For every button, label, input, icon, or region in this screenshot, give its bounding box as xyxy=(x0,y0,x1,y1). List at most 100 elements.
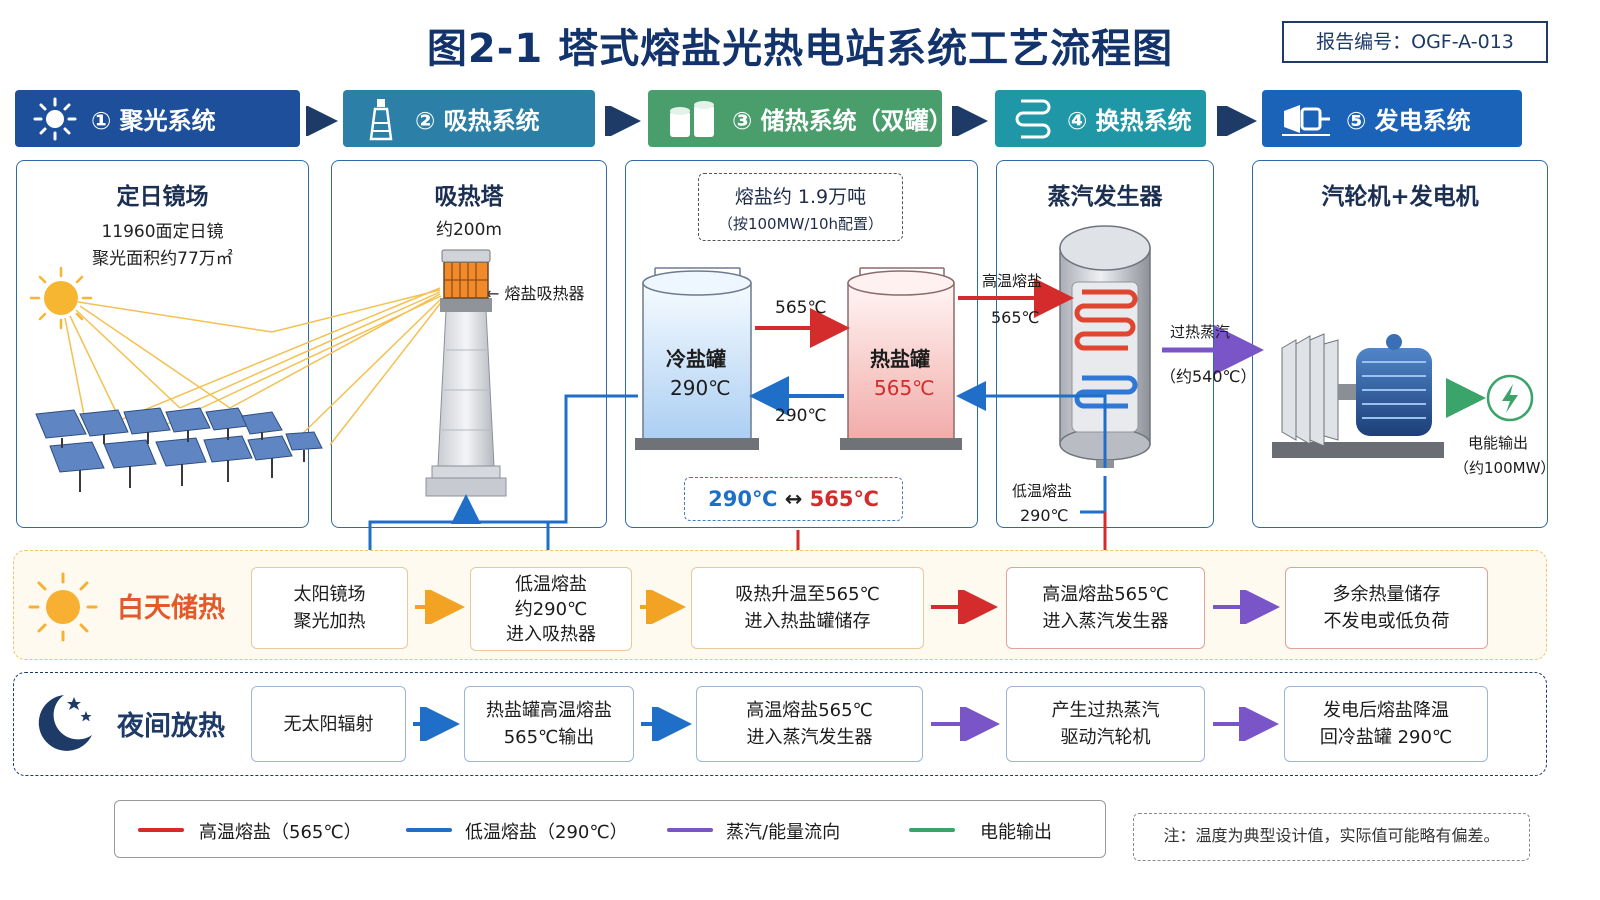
night-step-4: 产生过热蒸汽 驱动汽轮机 xyxy=(1006,686,1205,762)
sg-cold-return-arrow xyxy=(956,381,1107,468)
night-step-1: 无太阳辐射 xyxy=(251,686,406,762)
report-number: 报告编号：OGF-A-013 xyxy=(1282,21,1548,63)
sun-icon xyxy=(33,97,77,140)
tanks-icon xyxy=(670,100,714,137)
night-step-5: 发电后熔盐降温 回冷盐罐 290℃ xyxy=(1284,686,1488,762)
step-line: 发电后熔盐降温 xyxy=(1323,700,1449,721)
sg-cold-out-label: 低温熔盐 xyxy=(1012,482,1073,500)
system-header-label: ⑤ 发电系统 xyxy=(1346,107,1471,135)
night-flow-arrows xyxy=(413,707,1279,741)
hot-tank-temp: 565℃ xyxy=(874,376,935,400)
legend-steam-label: 蒸汽/能量流向 xyxy=(726,822,841,843)
system-header-label: ② 吸热系统 xyxy=(415,107,540,135)
header-arrow-3 xyxy=(952,106,988,136)
hot-salt-tank xyxy=(840,267,962,450)
night-step-2: 热盐罐高温熔盐 565℃输出 xyxy=(464,686,634,762)
process-illustration xyxy=(29,225,1534,560)
step-line: 高温熔盐565℃ xyxy=(1042,584,1169,605)
turbine-generator xyxy=(1272,333,1444,458)
step-line: 热盐罐高温熔盐 xyxy=(486,700,612,721)
step-line: 低温熔盐 xyxy=(515,573,587,595)
tower-icon xyxy=(369,98,393,140)
system-header-concentration: ① 聚光系统 xyxy=(15,90,300,147)
night-band-title: 夜间放热 xyxy=(117,711,225,742)
cold-tank-temp: 290℃ xyxy=(670,376,731,400)
step-line: 聚光加热 xyxy=(293,611,366,632)
range-arrow: ↔ xyxy=(784,487,803,511)
system-header-receiver: ② 吸热系统 xyxy=(343,90,595,147)
day-band-title: 白天储热 xyxy=(117,593,225,624)
step-line: 吸热升温至565℃ xyxy=(735,584,880,605)
step-line: 太阳镜场 xyxy=(293,584,366,605)
arrow-bottom-temp: 290℃ xyxy=(775,406,827,426)
step-line: 进入吸热器 xyxy=(506,623,596,645)
step-line: 高温熔盐565℃ xyxy=(746,700,873,721)
step-line: 进入蒸汽发生器 xyxy=(1042,611,1169,632)
sg-hot-in-label: 高温熔盐 xyxy=(982,272,1043,290)
tower-title: 吸热塔 xyxy=(434,184,504,210)
arrow-top-temp: 565℃ xyxy=(775,298,827,318)
tower-down-left xyxy=(368,500,468,560)
step-line: 产生过热蒸汽 xyxy=(1051,700,1160,721)
heliostat-title: 定日镜场 xyxy=(116,184,209,210)
legend-steam-swatch xyxy=(667,828,713,832)
day-sun-icon xyxy=(28,572,98,642)
coil-icon xyxy=(1015,99,1051,138)
step-line: 进入蒸汽发生器 xyxy=(746,727,873,748)
step-line: 驱动汽轮机 xyxy=(1060,727,1151,748)
header-arrow-4 xyxy=(1217,106,1257,136)
legend-power-swatch xyxy=(909,828,955,832)
system-header-label: ④ 换热系统 xyxy=(1067,107,1192,135)
sg-cold-out-temp: 290℃ xyxy=(1020,506,1069,525)
day-step-3: 吸热升温至565℃ 进入热盐罐储存 xyxy=(691,567,924,649)
legend: 高温熔盐（565℃） 低温熔盐（290℃） 蒸汽/能量流向 电能输出 xyxy=(114,800,1106,858)
moon-icon xyxy=(38,695,92,751)
lightning-icon xyxy=(1486,374,1534,422)
cold-tank-label: 冷盐罐 xyxy=(666,347,726,371)
step-line: 565℃输出 xyxy=(503,727,595,748)
sg-cold-out xyxy=(1080,476,1107,514)
tower-down-right xyxy=(466,520,550,560)
heliostat-count: 11960面定日镜 xyxy=(101,222,224,242)
step-line: 无太阳辐射 xyxy=(283,713,374,735)
heliostat-field xyxy=(35,407,323,492)
steamgen-title: 蒸汽发生器 xyxy=(1047,184,1163,210)
step-line: 回冷盐罐 290℃ xyxy=(1319,727,1453,748)
power-title: 汽轮机+发电机 xyxy=(1321,184,1479,210)
cold-salt-tank xyxy=(635,267,759,450)
system-header-storage: ③ 储热系统（双罐） xyxy=(648,90,953,147)
legend-power-label: 电能输出 xyxy=(980,822,1052,843)
salt-amount-box: 熔盐约 1.9万吨 （按100MW/10h配置） xyxy=(698,173,903,241)
legend-hot-swatch xyxy=(138,828,184,832)
sun-rays xyxy=(64,287,444,446)
day-step-1: 太阳镜场 聚光加热 xyxy=(251,567,408,649)
salt-amount: 熔盐约 1.9万吨 xyxy=(734,186,867,208)
tower-height: 约200m xyxy=(435,220,502,240)
header-arrow-1 xyxy=(306,106,338,136)
system-header-label: ③ 储热系统（双罐） xyxy=(732,107,953,135)
sun-illustration xyxy=(29,266,93,330)
step-line: 多余热量储存 xyxy=(1332,584,1441,605)
legend-cold-label: 低温熔盐（290℃） xyxy=(465,822,628,843)
temp-range-box: 290℃ ↔ 565℃ xyxy=(684,477,903,521)
day-step-4: 高温熔盐565℃ 进入蒸汽发生器 xyxy=(1006,567,1205,649)
day-step-2: 低温熔盐 约290℃ 进入吸热器 xyxy=(470,567,632,651)
legend-cold-swatch xyxy=(406,828,452,832)
day-flow-arrows xyxy=(415,590,1280,624)
night-step-3: 高温熔盐565℃ 进入蒸汽发生器 xyxy=(696,686,923,762)
solar-tower xyxy=(425,249,507,497)
power-output-value: （约100MW） xyxy=(1454,459,1556,477)
receiver-label: ← 熔盐吸热器 xyxy=(486,284,585,303)
heliostat-area: 聚光面积约77万㎡ xyxy=(92,249,233,269)
sg-hot-in-temp: 565℃ xyxy=(991,308,1040,327)
range-cold: 290℃ xyxy=(708,487,778,511)
header-arrow-2 xyxy=(605,106,641,136)
step-line: 不发电或低负荷 xyxy=(1323,611,1450,632)
system-header-exchange: ④ 换热系统 xyxy=(995,90,1206,147)
range-hot: 565℃ xyxy=(809,487,879,511)
footnote: 注：温度为典型设计值，实际值可能略有偏差。 xyxy=(1133,813,1530,861)
system-header-power: ⑤ 发电系统 xyxy=(1262,90,1522,147)
system-header-label: ① 聚光系统 xyxy=(91,107,216,135)
steam-generator xyxy=(1059,225,1151,468)
step-line: 约290℃ xyxy=(514,598,588,620)
